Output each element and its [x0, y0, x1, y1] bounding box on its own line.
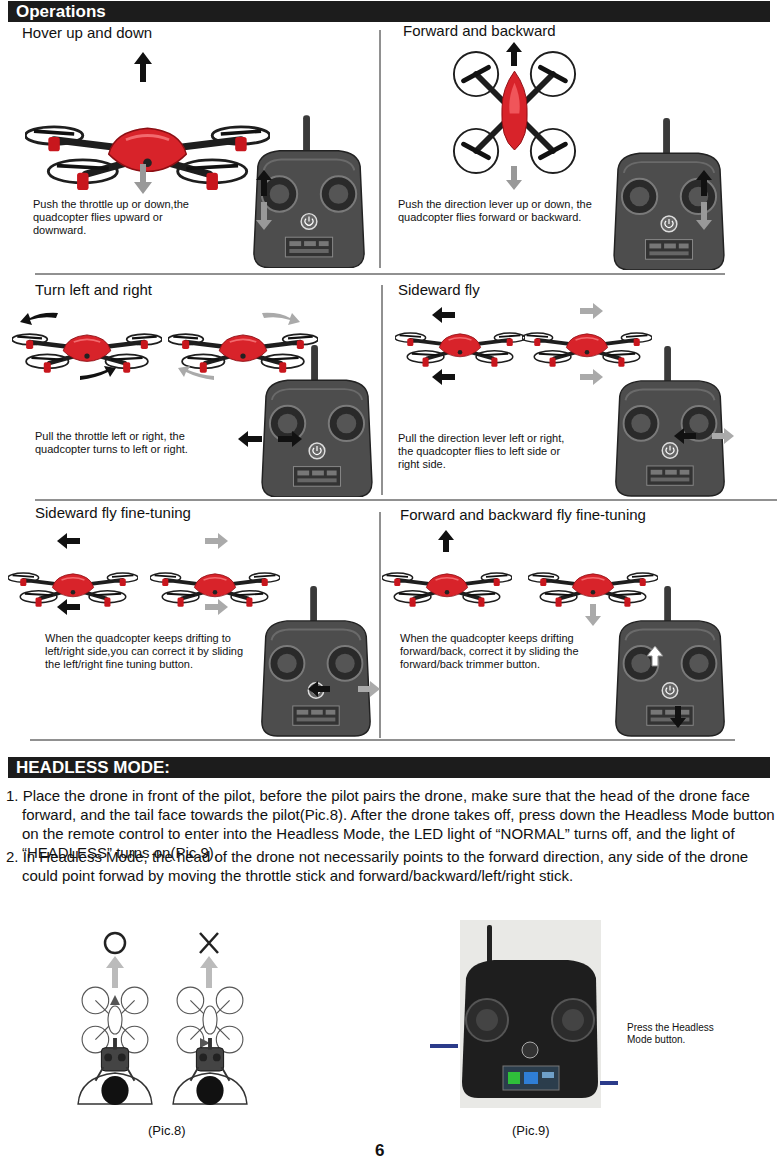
panel-title: Turn left and right — [35, 281, 335, 299]
panel-title: Forward and backward — [403, 22, 703, 40]
instruction-paragraph: 2. In Headless Mode, the head of the dro… — [6, 847, 776, 885]
section-heading: HEADLESS MODE: — [16, 758, 170, 778]
section-heading: Operations — [16, 2, 106, 22]
section-header-bar: HEADLESS MODE: — [8, 757, 770, 778]
section-header-bar: Operations — [8, 1, 770, 22]
page-number: 6 — [375, 1141, 405, 1161]
panel-title: Hover up and down — [22, 24, 322, 42]
instruction-text: Pull the direction lever left or right, … — [398, 432, 573, 472]
panel-title: Sideward fly — [398, 281, 698, 299]
instruction-text: Push the throttle up or down,the quadcop… — [33, 198, 215, 238]
photo-callout: Press the Headless Mode button. — [627, 1022, 727, 1046]
panel-title: Forward and backward fly fine-tuning — [400, 506, 740, 524]
instruction-text: When the quadcopter keeps drifting to le… — [45, 632, 245, 672]
figure-caption: (Pic.9) — [512, 1123, 592, 1139]
figure-caption: (Pic.8) — [148, 1123, 228, 1139]
instruction-text: Pull the throttle left or right, the qua… — [35, 430, 205, 456]
panel-title: Sideward fly fine-tuning — [35, 504, 335, 522]
instruction-text: Push the direction lever up or down, the… — [398, 198, 598, 224]
instruction-text: When the quadcopter keeps drifting forwa… — [400, 632, 600, 672]
